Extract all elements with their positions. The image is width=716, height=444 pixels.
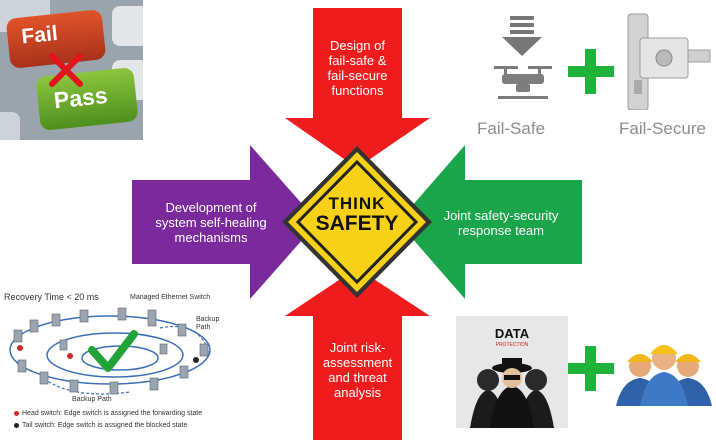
legend-head: Head switch: Edge switch is assigned the…: [14, 410, 202, 417]
right-arrow: [398, 145, 582, 299]
top-arrow: [285, 8, 430, 168]
left-arrow-label: Development of system self-healing mecha…: [155, 200, 267, 245]
left-arrow: [132, 145, 318, 299]
think-safety-sign: [282, 146, 432, 298]
data-title: DATA: [494, 326, 530, 341]
data-protection-image: DATA PROTECTION: [456, 316, 568, 428]
x-mark-icon: [49, 53, 83, 87]
sign-line1: THINK: [328, 194, 386, 213]
lock-icon: [627, 13, 711, 110]
failsafe-graphics: [494, 13, 711, 110]
legend-tail: Tail switch: Edge switch is assigned the…: [14, 422, 187, 429]
sign-line2: SAFETY: [315, 212, 399, 235]
backup-path-label-2: Backup Path: [72, 396, 112, 403]
fail-secure-label: Fail-Secure: [619, 119, 706, 138]
fail-safe-label: Fail-Safe: [477, 119, 546, 138]
plus-icon-2: [568, 346, 614, 391]
head-dot-icon: [14, 411, 19, 416]
keyboard-image: Fail Pass: [0, 0, 143, 140]
bottom-arrow-label: Joint risk- assessment and threat analys…: [322, 340, 393, 400]
network-diagram: [9, 307, 211, 395]
legend-tail-text: Tail switch: Edge switch is assigned the…: [22, 422, 188, 429]
drone-icon: [494, 66, 552, 99]
recovery-time-label: Recovery Time < 20 ms: [4, 292, 99, 302]
tail-dot-icon: [14, 423, 19, 428]
data-subtitle: PROTECTION: [495, 342, 529, 348]
hackers-icon: [470, 358, 554, 428]
legend-head-text: Head switch: Edge switch is assigned the…: [22, 410, 203, 417]
checkmark-icon: [88, 330, 138, 372]
top-arrow-label: Design of fail-safe & fail-secure functi…: [327, 38, 388, 98]
plus-icon: [568, 49, 614, 94]
managed-switch-label: Managed Ethernet Switch: [130, 294, 211, 301]
bottom-arrow: [285, 268, 430, 440]
down-arrow-icon: [502, 16, 542, 56]
right-arrow-label: Joint safety-security response team: [443, 208, 559, 238]
backup-path-label-1: Backup Path: [196, 316, 220, 331]
team-icon: [616, 345, 712, 406]
